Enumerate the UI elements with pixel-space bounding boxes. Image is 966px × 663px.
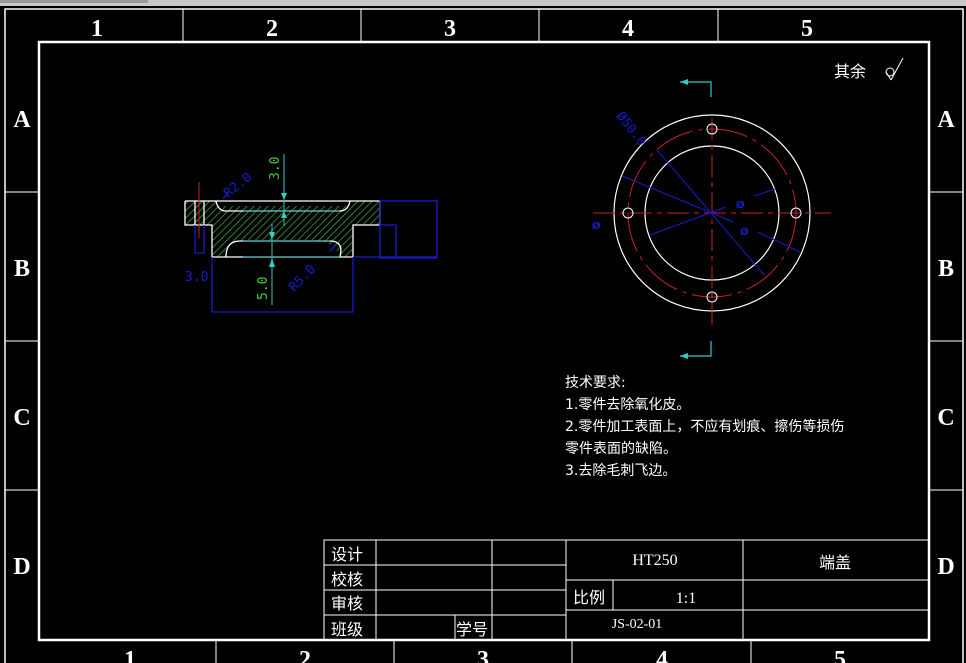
section-arrow-icon — [680, 353, 688, 359]
zone-label: B — [14, 256, 30, 282]
zone-label: C — [13, 405, 30, 431]
scale-label: 比例 — [573, 588, 605, 607]
zone-label: 4 — [622, 16, 634, 42]
section-arrow-icon — [680, 79, 688, 85]
diameter-label: Ø — [592, 220, 601, 232]
outer-border — [4, 8, 964, 663]
diameter-label: Ø — [740, 226, 749, 238]
zone-label: 1 — [124, 647, 136, 663]
roughness-check-icon — [885, 57, 904, 81]
technical-requirements: 技术要求: 1.零件去除氧化皮。 2.零件加工表面上，不应有划痕、擦伤等损伤 零… — [565, 372, 844, 482]
radius-dimension-large: R5.0 — [286, 262, 319, 295]
drawing-number: JS-02-01 — [612, 617, 663, 632]
radius-dimension-small: R2.0 — [221, 170, 255, 201]
material-value: HT250 — [632, 552, 677, 569]
bottom-zone-labels: 1 2 3 4 5 — [124, 647, 846, 663]
zone-label: 2 — [266, 16, 278, 42]
outer-diameter-dimension: Ø50.0 — [613, 109, 649, 149]
review-label: 审核 — [331, 594, 363, 613]
depth-dimension: 5.0 — [256, 277, 271, 300]
zone-label: 5 — [834, 647, 846, 663]
title-block — [323, 539, 930, 641]
section-view[interactable]: R2.0 3.0 3.0 5.0 R5.0 — [184, 154, 438, 313]
title-block-text: 设计 校核 审核 班级 学号 HT250 端盖 比例 1:1 JS-02-01 — [331, 545, 851, 639]
check-label: 校核 — [331, 570, 363, 589]
zone-label: 2 — [299, 647, 311, 663]
diameter-label: Ø — [736, 199, 745, 211]
window-top-strip — [0, 0, 966, 6]
requirement-item: 1.零件去除氧化皮。 — [565, 397, 691, 413]
zone-label: A — [937, 107, 955, 133]
width-dimension: 3.0 — [185, 270, 208, 285]
window-tab[interactable] — [0, 0, 148, 3]
right-zone-labels: A B C D — [937, 107, 955, 580]
thickness-dimension: 3.0 — [268, 157, 283, 180]
requirement-item: 2.零件加工表面上，不应有划痕、擦伤等损伤 — [565, 419, 845, 435]
requirement-item: 零件表面的缺陷。 — [565, 441, 677, 457]
zone-label: 5 — [801, 16, 813, 42]
top-zone-labels: 1 2 3 4 5 — [91, 16, 813, 42]
requirement-item: 3.去除毛刺飞边。 — [565, 463, 677, 479]
zone-label: 3 — [444, 16, 456, 42]
part-name: 端盖 — [819, 553, 851, 572]
zone-label: D — [937, 554, 954, 580]
zone-label: D — [13, 554, 30, 580]
technical-requirements-title: 技术要求: — [565, 375, 626, 391]
zone-label: 4 — [656, 647, 668, 663]
class-label: 班级 — [331, 620, 363, 639]
zone-label: 3 — [477, 647, 489, 663]
zone-label: C — [937, 405, 954, 431]
inner-border — [37, 40, 931, 642]
scale-value: 1:1 — [676, 590, 696, 607]
top-view[interactable]: Ø50.0 Ø Ø Ø — [592, 79, 831, 359]
zone-label: A — [13, 107, 31, 133]
surface-finish-label: 其余 — [834, 62, 866, 81]
left-zone-labels: A B C D — [13, 107, 31, 580]
zone-label: B — [938, 256, 954, 282]
design-label: 设计 — [331, 545, 363, 564]
zone-label: 1 — [91, 16, 103, 42]
student-id-label: 学号 — [456, 620, 488, 639]
